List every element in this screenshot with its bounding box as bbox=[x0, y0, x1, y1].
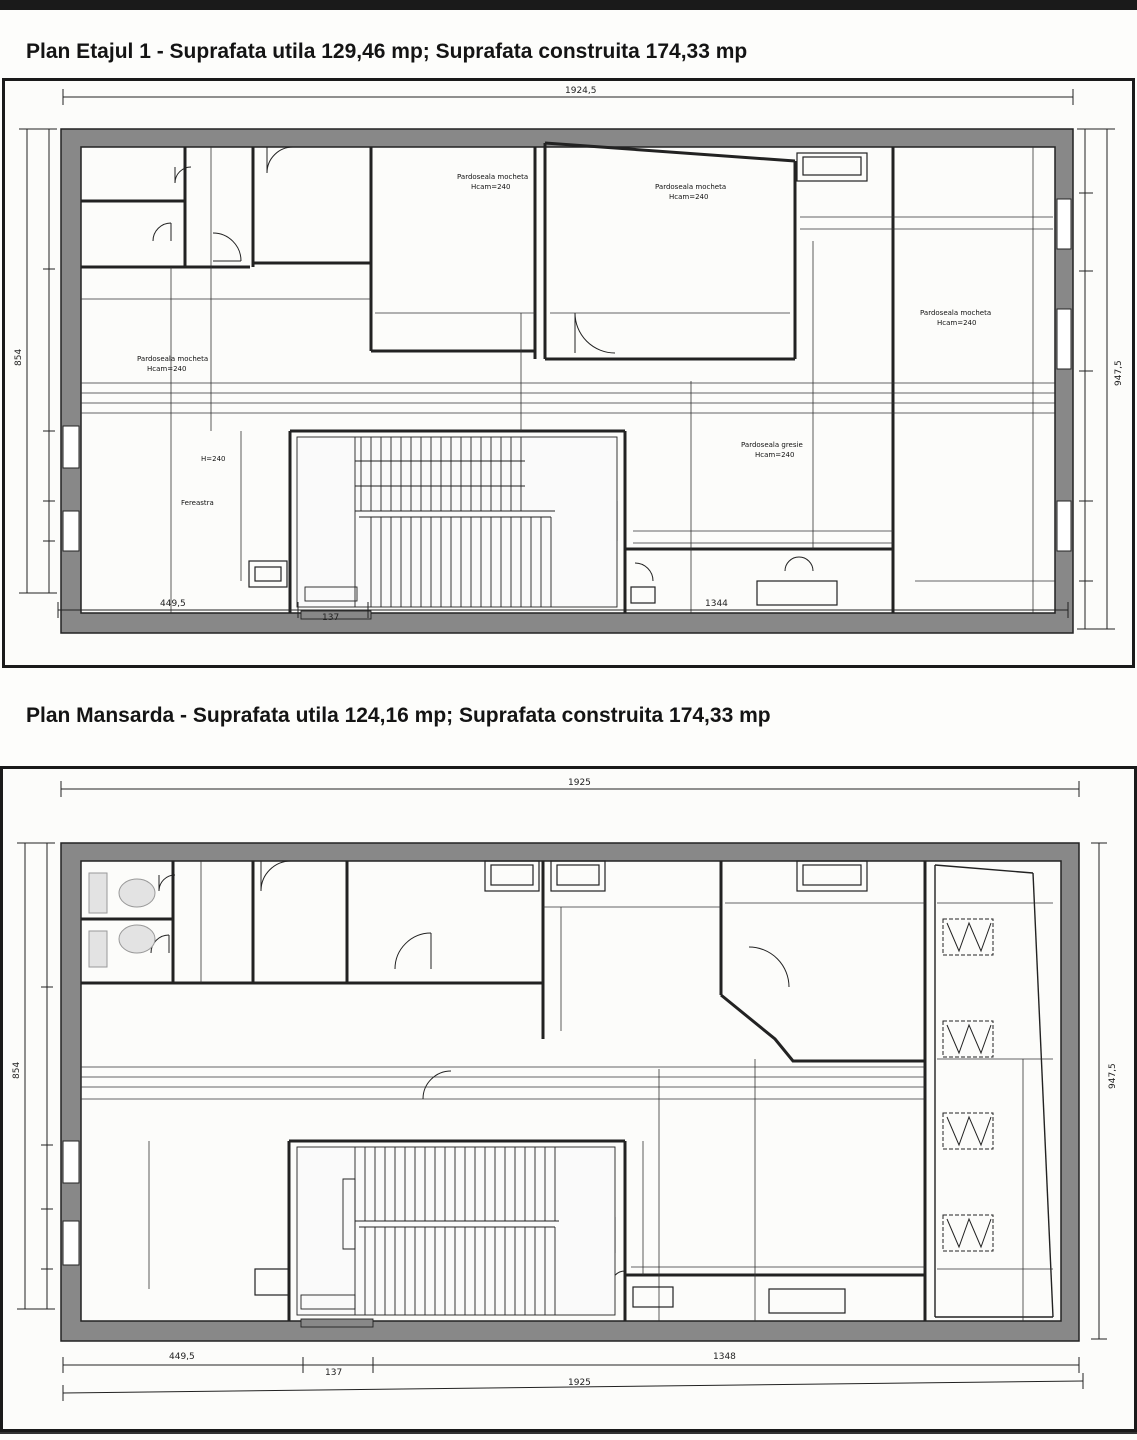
dim-right-height-2: 947,5 bbox=[1108, 1063, 1118, 1089]
room-3-height: Hcam=240 bbox=[937, 319, 976, 327]
plan-etaj1-bottom-dims: 449,5 137 1344 bbox=[57, 599, 1069, 623]
plan-etaj1-drawing: 1924,5 854 947,5 bbox=[2, 78, 1135, 668]
top-border-line bbox=[0, 0, 1137, 10]
room-5-name: Pardoseala gresie bbox=[741, 441, 803, 449]
dim-bottom-total-2: 1925 bbox=[568, 1378, 591, 1388]
interior-walls-2 bbox=[81, 861, 927, 1321]
fixtures-2 bbox=[254, 860, 868, 1314]
skylights bbox=[942, 918, 994, 1252]
dimension-line-right-2 bbox=[1091, 842, 1107, 1340]
room-4-name: Pardoseala mocheta bbox=[137, 355, 208, 363]
room-6-height: H=240 bbox=[201, 455, 226, 463]
staircase bbox=[296, 436, 618, 620]
plan-etaj1-title: Plan Etajul 1 - Suprafata utila 129,46 m… bbox=[26, 40, 748, 63]
room-6-name: Fereastra bbox=[181, 499, 214, 507]
dimension-line-right bbox=[1077, 128, 1115, 630]
dim-bottom-stair-2: 137 bbox=[325, 1368, 342, 1378]
dim-bottom-stair: 137 bbox=[322, 613, 339, 623]
room-1-name: Pardoseala mocheta bbox=[457, 173, 528, 181]
plan-mansarda-title: Plan Mansarda - Suprafata utila 124,16 m… bbox=[26, 704, 771, 727]
windows-2 bbox=[62, 1140, 80, 1266]
dim-bottom-left-2: 449,5 bbox=[169, 1352, 195, 1362]
dim-width-label: 1924,5 bbox=[565, 86, 597, 96]
windows bbox=[62, 198, 1072, 552]
room-4-height: Hcam=240 bbox=[147, 365, 186, 373]
bottom-border-line bbox=[0, 1432, 1137, 1434]
dim-width-label-2: 1925 bbox=[568, 778, 591, 788]
interior-dimension-lines-2 bbox=[81, 861, 1053, 1321]
room-2-name: Pardoseala mocheta bbox=[655, 183, 726, 191]
dimension-line-left bbox=[19, 128, 57, 594]
room-1-height: Hcam=240 bbox=[471, 183, 510, 191]
dim-right-height: 947,5 bbox=[1114, 360, 1124, 386]
interior-walls bbox=[81, 141, 895, 613]
dim-bottom-left: 449,5 bbox=[160, 599, 186, 609]
dim-bottom-right: 1344 bbox=[705, 599, 728, 609]
room-2-height: Hcam=240 bbox=[669, 193, 708, 201]
dim-left-height: 854 bbox=[14, 349, 24, 366]
dimension-line-bottom-2 bbox=[62, 1357, 1084, 1401]
room-3-name: Pardoseala mocheta bbox=[920, 309, 991, 317]
outer-walls-2 bbox=[60, 842, 1080, 1342]
dimension-line-top bbox=[62, 89, 1074, 105]
bathroom-fixtures bbox=[88, 872, 156, 968]
dim-bottom-right-2: 1348 bbox=[713, 1352, 736, 1362]
plan-mansarda-drawing: 1925 854 947,5 bbox=[0, 766, 1137, 1432]
outer-walls bbox=[60, 128, 1074, 634]
dimension-line-top-2 bbox=[60, 781, 1080, 797]
dimension-line-left-2 bbox=[17, 842, 55, 1310]
interior-dimension-lines bbox=[81, 147, 1055, 613]
room-labels: Pardoseala mocheta Hcam=240 Pardoseala m… bbox=[137, 173, 991, 507]
staircase-2 bbox=[296, 1146, 616, 1328]
dim-left-height-2: 854 bbox=[12, 1062, 22, 1079]
fixtures bbox=[248, 152, 868, 606]
attic-slope bbox=[934, 864, 1054, 1318]
room-5-height: Hcam=240 bbox=[755, 451, 794, 459]
